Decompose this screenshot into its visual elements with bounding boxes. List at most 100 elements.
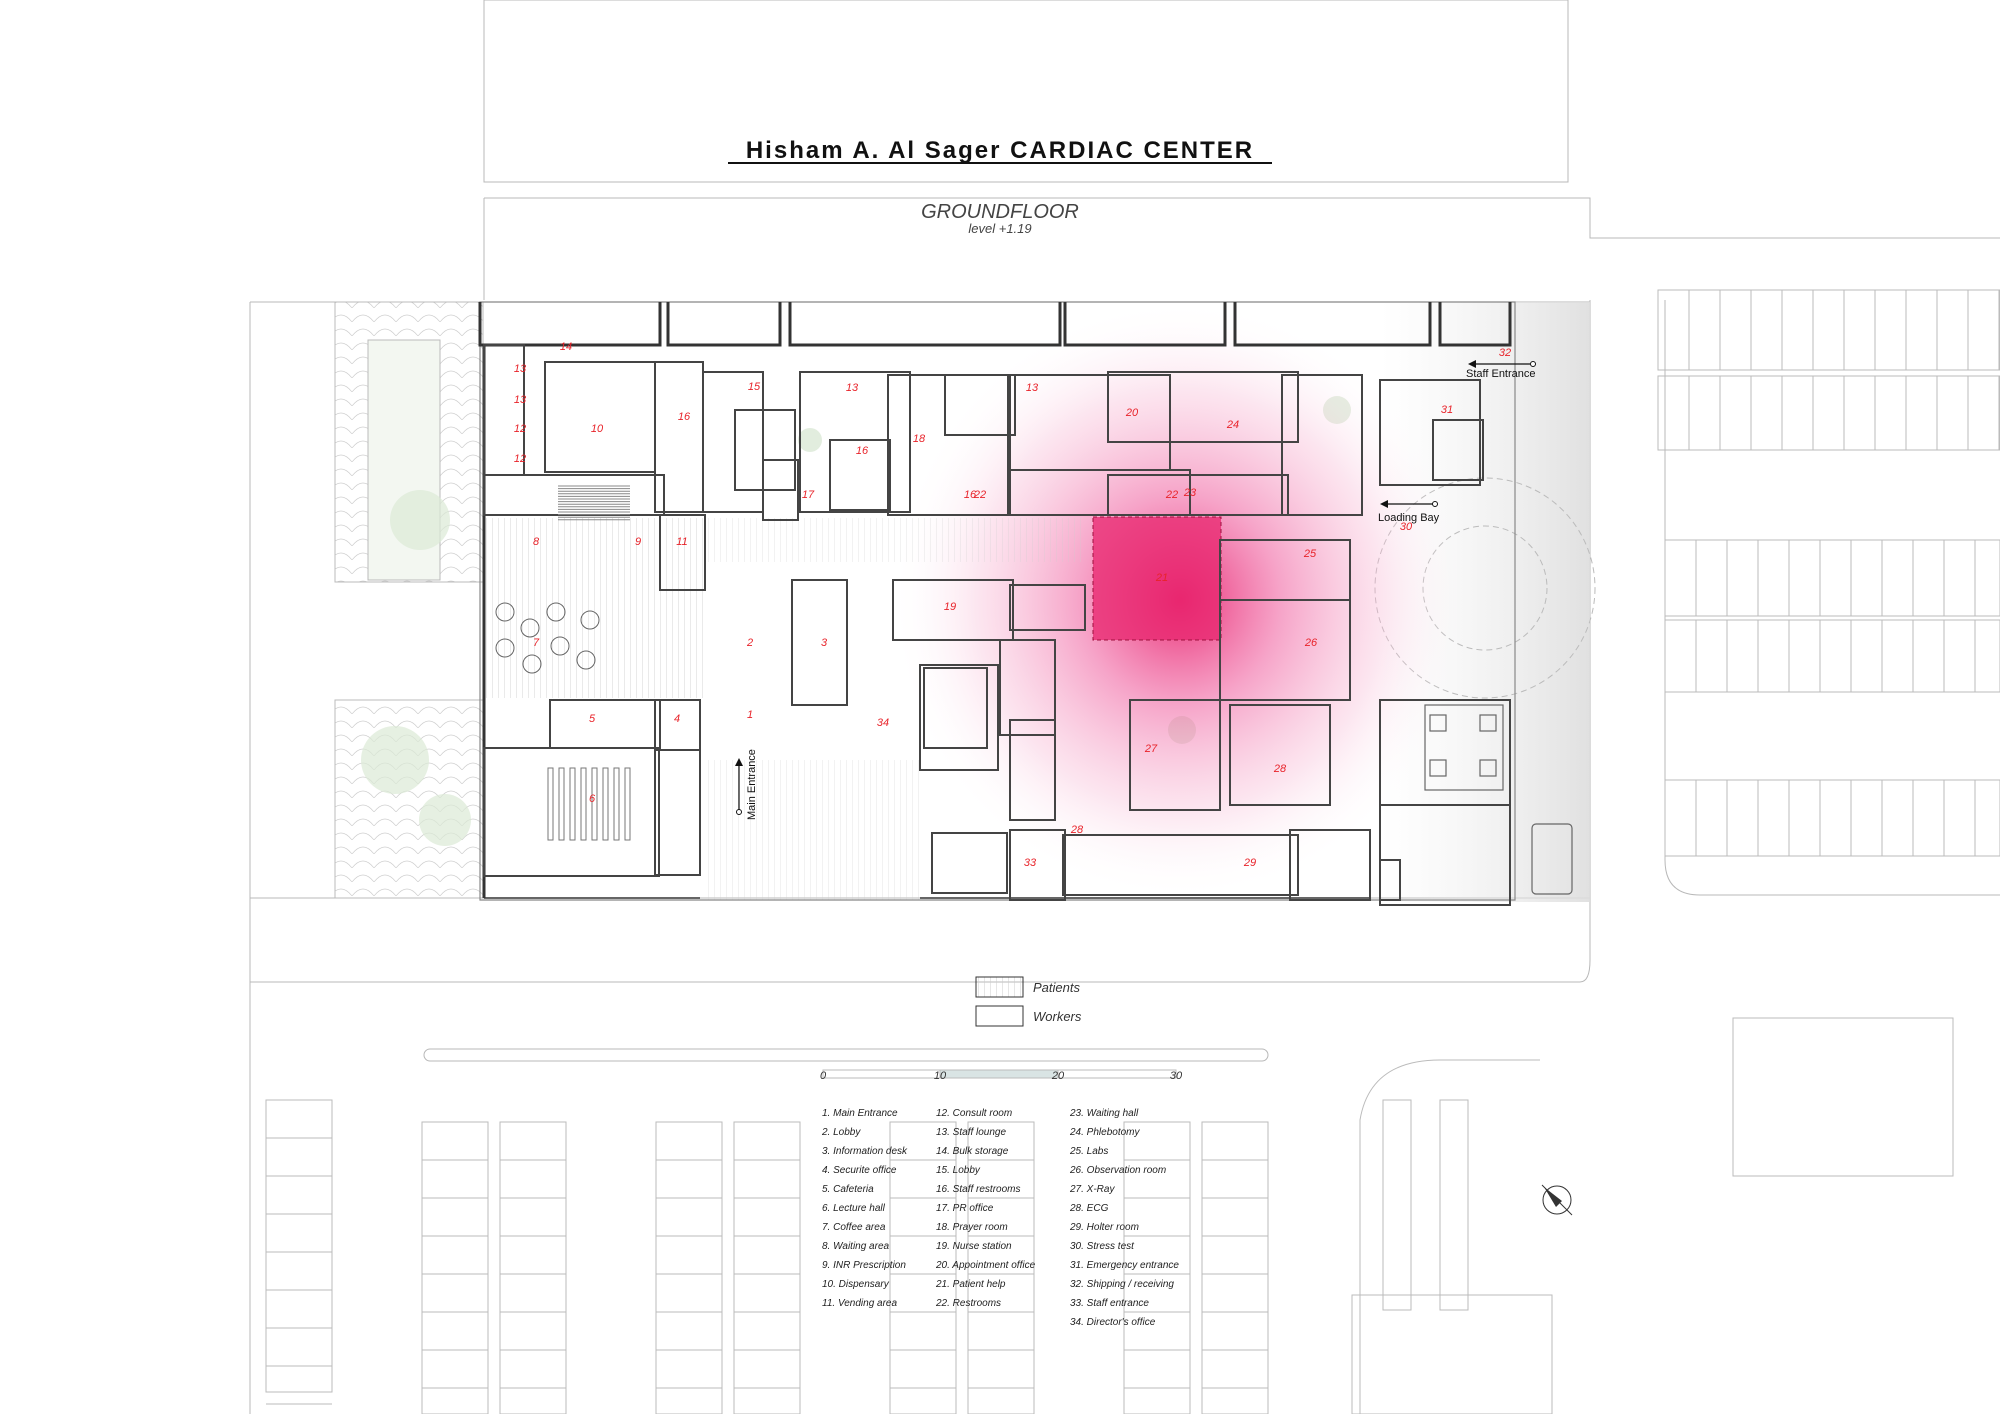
scale-tick-20: 20 bbox=[1051, 1070, 1065, 1082]
loading-bay-marker: Loading Bay bbox=[1378, 500, 1440, 524]
loading-bay-label: Loading Bay bbox=[1378, 512, 1440, 524]
room-number-26: 26 bbox=[1304, 637, 1318, 649]
floor-level: level +1.19 bbox=[968, 221, 1031, 236]
legend-entry: 27. X-Ray bbox=[1069, 1184, 1115, 1195]
room-number-34: 34 bbox=[877, 717, 889, 729]
legend-entry: 1. Main Entrance bbox=[822, 1108, 898, 1119]
parking-stall-lines bbox=[265, 290, 2000, 1414]
room-number-9: 9 bbox=[635, 536, 641, 548]
room-number-1: 1 bbox=[747, 709, 753, 721]
legend-entry: 15. Lobby bbox=[936, 1165, 981, 1176]
legend-entry: 3. Information desk bbox=[822, 1146, 908, 1157]
legend-entry: 18. Prayer room bbox=[936, 1222, 1008, 1233]
stair-left bbox=[558, 485, 630, 521]
scale-bar: 0 10 20 30 bbox=[820, 1069, 1183, 1082]
room-number-6: 6 bbox=[589, 793, 596, 805]
room-number-4: 4 bbox=[674, 713, 680, 725]
legend-entry: 20. Appointment office bbox=[935, 1260, 1036, 1271]
room-legend-col-1: 1. Main Entrance 2. Lobby 3. Information d… bbox=[821, 1108, 908, 1309]
room-number-12: 12 bbox=[514, 423, 526, 435]
legend-entry: 25. Labs bbox=[1069, 1146, 1108, 1157]
legend-entry: 31. Emergency entrance bbox=[1070, 1260, 1179, 1271]
legend-entry: 2. Lobby bbox=[821, 1127, 861, 1138]
legend-entry: 32. Shipping / receiving bbox=[1070, 1279, 1174, 1290]
legend-entry: 21. Patient help bbox=[935, 1279, 1006, 1290]
room-number-27: 27 bbox=[1144, 743, 1158, 755]
room-number-24: 24 bbox=[1226, 419, 1239, 431]
room-number-16: 16 bbox=[964, 489, 977, 501]
workers-legend-label: Workers bbox=[1033, 1009, 1082, 1024]
room-number-7: 7 bbox=[533, 637, 540, 649]
room-number-13: 13 bbox=[846, 382, 859, 394]
room-number-19: 19 bbox=[944, 601, 956, 613]
legend-entry: 26. Observation room bbox=[1069, 1165, 1166, 1176]
room-number-30: 30 bbox=[1400, 521, 1413, 533]
legend-entry: 34. Director's office bbox=[1070, 1317, 1156, 1328]
room-number-5: 5 bbox=[589, 713, 596, 725]
main-entrance-label: Main Entrance bbox=[746, 749, 758, 820]
room-number-3: 3 bbox=[821, 637, 828, 649]
room-number-10: 10 bbox=[591, 423, 604, 435]
room-number-8: 8 bbox=[533, 536, 540, 548]
scale-tick-0: 0 bbox=[820, 1070, 827, 1082]
patients-swatch bbox=[975, 976, 1024, 998]
room-number-13: 13 bbox=[514, 363, 527, 375]
legend-entry: 14. Bulk storage bbox=[936, 1146, 1009, 1157]
legend-entry: 24. Phlebotomy bbox=[1069, 1127, 1140, 1138]
room-number-13: 13 bbox=[514, 394, 527, 406]
landscape-left bbox=[334, 301, 1351, 899]
room-number-22: 22 bbox=[1165, 489, 1178, 501]
legend-entry: 12. Consult room bbox=[936, 1108, 1012, 1119]
floor-name: GROUNDFLOOR bbox=[921, 201, 1079, 223]
patients-legend-label: Patients bbox=[1033, 980, 1080, 995]
scale-tick-30: 30 bbox=[1170, 1070, 1183, 1082]
legend-entry: 29. Holter room bbox=[1069, 1222, 1139, 1233]
room-number-25: 25 bbox=[1303, 548, 1317, 560]
legend-entry: 5. Cafeteria bbox=[822, 1184, 874, 1195]
room-number-16: 16 bbox=[856, 445, 869, 457]
room-legend-col-3: 23. Waiting hall 24. Phlebotomy 25. Labs 26… bbox=[1069, 1108, 1179, 1328]
waiting-hall-highlight bbox=[1093, 517, 1221, 640]
legend-entry: 30. Stress test bbox=[1070, 1241, 1135, 1252]
room-number-22: 22 bbox=[973, 489, 986, 501]
legend-entry: 33. Staff entrance bbox=[1070, 1298, 1149, 1309]
legend-entry: 7. Coffee area bbox=[822, 1222, 886, 1233]
workers-swatch bbox=[975, 1005, 1024, 1027]
main-entrance-marker: Main Entrance bbox=[735, 749, 758, 820]
legend-entry: 6. Lecture hall bbox=[822, 1203, 886, 1214]
room-number-23: 23 bbox=[1183, 487, 1197, 499]
patient-circulation bbox=[484, 518, 1086, 900]
legend-entry: 22. Restrooms bbox=[935, 1298, 1001, 1309]
room-number-14: 14 bbox=[560, 341, 572, 353]
center-title: Hisham A. Al Sager CARDIAC CENTER bbox=[746, 137, 1254, 164]
room-number-28: 28 bbox=[1070, 824, 1084, 836]
staff-entrance-label: Staff Entrance bbox=[1466, 368, 1536, 380]
interior-rooms bbox=[483, 344, 1511, 906]
room-number-18: 18 bbox=[913, 433, 926, 445]
room-number-20: 20 bbox=[1125, 407, 1139, 419]
staff-entrance-marker: Staff Entrance bbox=[1466, 360, 1536, 380]
lecture-hall-seating bbox=[547, 767, 631, 841]
room-number-33: 33 bbox=[1024, 857, 1037, 869]
legend-entry: 4. Securite office bbox=[822, 1165, 897, 1176]
service-bays bbox=[1424, 704, 1573, 895]
legend-entry: 9. INR Prescription bbox=[822, 1260, 906, 1271]
room-number-2: 2 bbox=[746, 637, 753, 649]
legend-entry: 28. ECG bbox=[1069, 1203, 1109, 1214]
north-arrow-icon bbox=[1541, 1184, 1573, 1216]
legend-entry: 11. Vending area bbox=[822, 1298, 897, 1309]
room-number-13: 13 bbox=[1026, 382, 1039, 394]
room-number-31: 31 bbox=[1441, 404, 1453, 416]
legend-entry: 16. Staff restrooms bbox=[936, 1184, 1020, 1195]
legend-entry: 23. Waiting hall bbox=[1069, 1108, 1139, 1119]
legend-entry: 13. Staff lounge bbox=[936, 1127, 1006, 1138]
legend-entry: 10. Dispensary bbox=[822, 1279, 890, 1290]
flow-legend: Patients Workers bbox=[975, 976, 1082, 1027]
room-number-17: 17 bbox=[802, 489, 815, 501]
room-number-15: 15 bbox=[748, 381, 761, 393]
room-legend-col-2: 12. Consult room 13. Staff lounge 14. Bulk… bbox=[935, 1108, 1036, 1309]
room-number-21: 21 bbox=[1155, 572, 1168, 584]
legend-entry: 8. Waiting area bbox=[822, 1241, 890, 1252]
